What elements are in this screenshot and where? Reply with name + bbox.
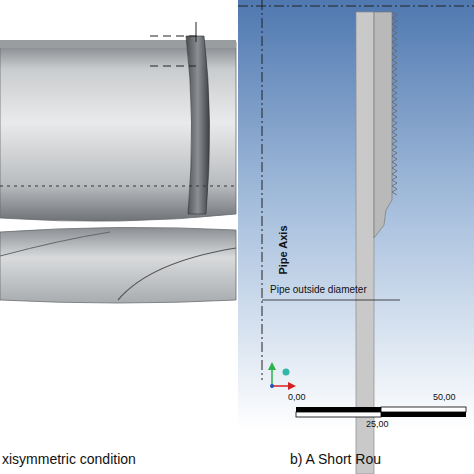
pipe-render (0, 22, 236, 303)
fe-model (238, 0, 474, 474)
scale-value: 0,00 (288, 393, 306, 403)
axis-label: Pipe Axis (277, 225, 289, 274)
caption-a: xisymmetric condition (2, 452, 136, 467)
scale-value: 25,00 (366, 420, 389, 430)
caption-b: b) A Short Rou (290, 452, 381, 467)
axis-triad (268, 362, 296, 390)
scale-value: 50,00 (433, 393, 456, 403)
scale-bar (296, 407, 466, 417)
dimension-label: Pipe outside diameter (270, 284, 367, 295)
